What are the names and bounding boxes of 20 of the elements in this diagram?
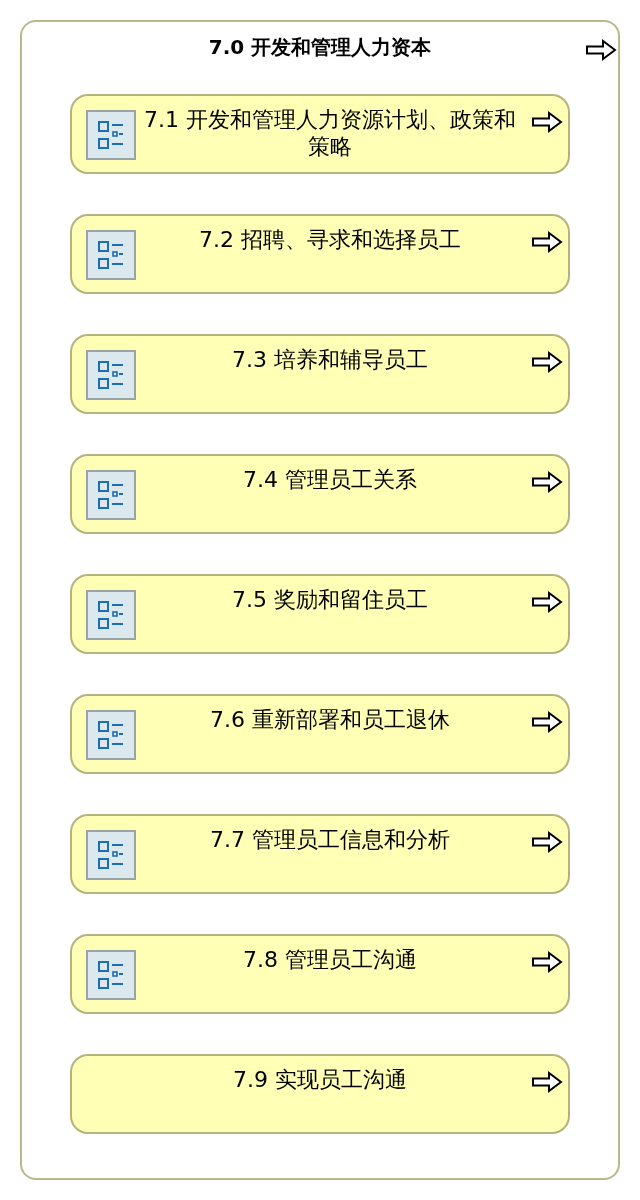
process-label: 7.8 管理员工沟通: [243, 946, 417, 973]
process-label: 7.3 培养和辅导员工: [232, 346, 428, 373]
process-box: [70, 814, 570, 894]
process-label: 7.7 管理员工信息和分析: [210, 826, 450, 853]
process-label: 7.6 重新部署和员工退休: [210, 706, 450, 733]
process-label: 7.9 实现员工沟通: [233, 1066, 407, 1093]
process-box: [70, 454, 570, 534]
process-box: [70, 574, 570, 654]
group-title: 7.0 开发和管理人力资本: [208, 34, 432, 60]
process-box: [70, 334, 570, 414]
process-box: [70, 694, 570, 774]
process-label: 7.5 奖励和留住员工: [232, 586, 428, 613]
process-label: 7.2 招聘、寻求和选择员工: [199, 226, 461, 253]
process-box: [70, 94, 570, 174]
process-label: 7.4 管理员工关系: [243, 466, 417, 493]
process-label: 7.1 开发和管理人力资源计划、政策和策略: [144, 106, 516, 160]
process-box: [70, 1054, 570, 1134]
group-box: [20, 20, 620, 1180]
process-box: [70, 934, 570, 1014]
process-box: [70, 214, 570, 294]
